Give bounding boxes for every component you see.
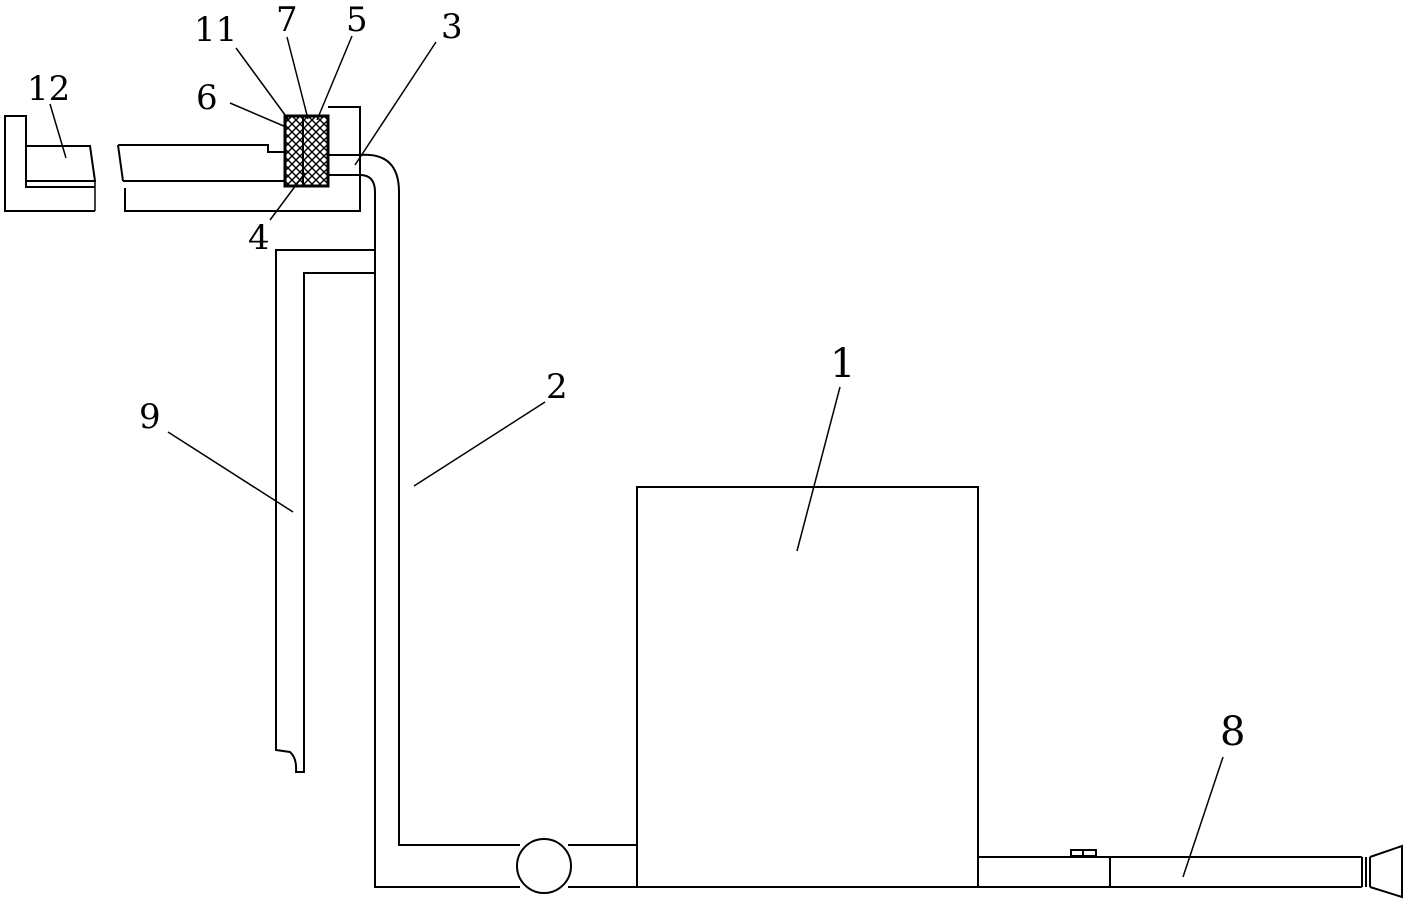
- part-9-pipe: [275, 249, 375, 773]
- label-11: 11: [194, 10, 237, 50]
- part-1-tank: [636, 486, 979, 888]
- part-8-outlet: [978, 844, 1403, 899]
- leader-lines: [49, 35, 1224, 878]
- label-9: 9: [139, 397, 161, 437]
- label-8: 8: [1220, 709, 1245, 755]
- upper-channel: [117, 106, 361, 212]
- label-12: 12: [27, 69, 70, 109]
- label-2: 2: [546, 367, 568, 407]
- label-7: 7: [276, 0, 298, 40]
- pump: [516, 838, 572, 894]
- filter-block: [283, 114, 330, 188]
- label-5: 5: [346, 0, 368, 40]
- label-3: 3: [441, 7, 463, 47]
- label-4: 4: [248, 218, 270, 258]
- part-2-3-pipe: [359, 153, 637, 888]
- label-1: 1: [830, 341, 855, 387]
- label-6: 6: [196, 78, 218, 118]
- part-12-bracket: [4, 115, 97, 212]
- labels: 12 11 7 5 3 6 4 9 2 1 8: [27, 0, 1245, 755]
